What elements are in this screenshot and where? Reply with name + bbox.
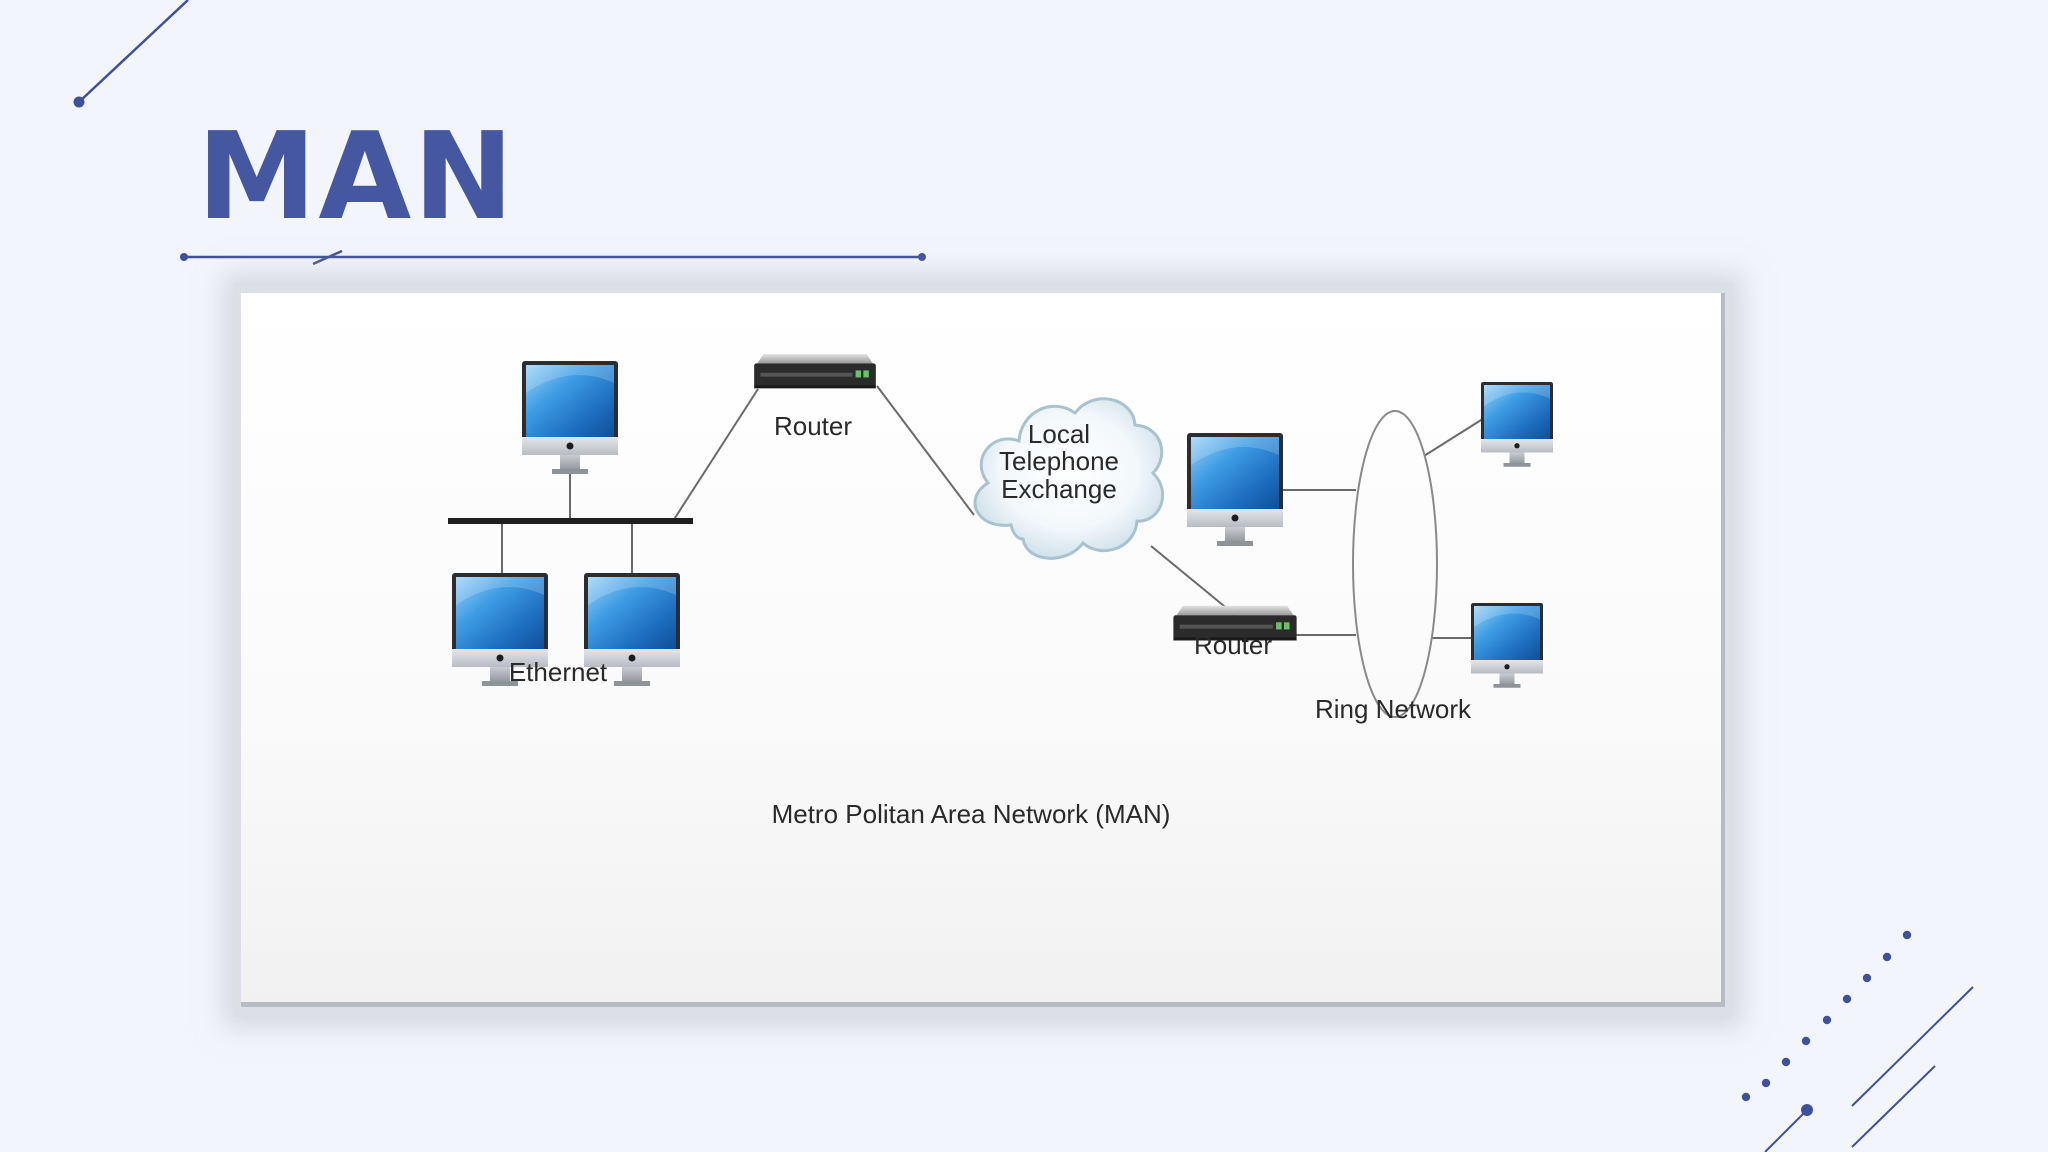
computer-ring-bottom	[1471, 603, 1543, 688]
link-ring-to-top-right-computer	[1423, 414, 1490, 457]
bottom-right-diagonal-line-2	[1851, 1065, 1936, 1148]
router-left-label: Router	[774, 411, 852, 441]
ring-network-ellipse	[1352, 410, 1438, 718]
diagram-caption: Metro Politan Area Network (MAN)	[772, 799, 1171, 829]
link-router-left-to-exchange	[876, 385, 975, 516]
top-left-dot	[73, 96, 85, 108]
bottom-right-diagonal-line-3	[1764, 1109, 1808, 1152]
ethernet-label: Ethernet	[509, 657, 608, 687]
man-diagram: Router Local Telephone Exchange Ethernet…	[241, 293, 1725, 1007]
network-diagram-svg: Router Local Telephone Exchange Ethernet…	[448, 354, 1553, 829]
telephone-exchange-cloud-icon	[973, 397, 1165, 560]
diagram-frame: Router Local Telephone Exchange Ethernet…	[233, 283, 1733, 1018]
exchange-label-line-3: Exchange	[1001, 474, 1117, 504]
router-left-icon	[754, 354, 876, 389]
router-right-label: Router	[1194, 630, 1272, 660]
connection-lines	[501, 385, 1490, 639]
exchange-label-line-1: Local	[1028, 419, 1090, 449]
ring-network-label: Ring Network	[1315, 694, 1472, 724]
bottom-right-dot-trail	[1741, 930, 1912, 1102]
ethernet-bus	[448, 518, 693, 524]
page-title: MAN	[197, 108, 516, 247]
underline-left-cap	[180, 253, 188, 261]
top-left-diagonal-line	[78, 0, 189, 103]
bottom-right-dot	[1801, 1104, 1813, 1116]
link-bus-to-router-left	[672, 388, 759, 522]
computer-ring-middle	[1187, 433, 1283, 546]
underline-right-cap	[918, 253, 926, 261]
link-exchange-to-router-right	[1150, 545, 1236, 616]
computer-ethernet-top	[522, 361, 618, 474]
bottom-right-diagonal-line-1	[1851, 986, 1974, 1107]
computer-ring-top	[1481, 382, 1553, 467]
exchange-label-line-2: Telephone	[999, 446, 1119, 476]
underline-accent-tick	[312, 249, 343, 266]
